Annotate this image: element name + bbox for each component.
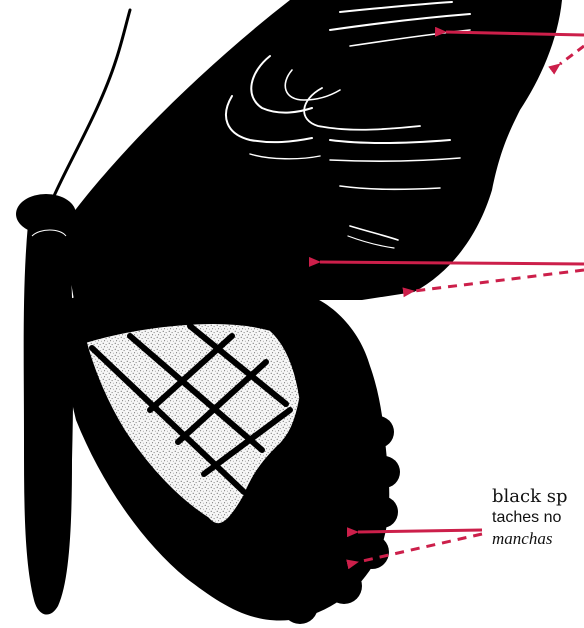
pointer-bottom-solid [358, 530, 482, 532]
label-spanish: manchas [492, 528, 584, 550]
label-block: black sp taches no manchas [492, 486, 584, 550]
forewing [62, 0, 562, 318]
pointer-middle-solid [320, 262, 584, 264]
label-french: taches no [492, 508, 584, 528]
label-english: black sp [492, 486, 584, 508]
butterfly-body [16, 194, 76, 615]
pointer-top-dashed [560, 46, 584, 64]
